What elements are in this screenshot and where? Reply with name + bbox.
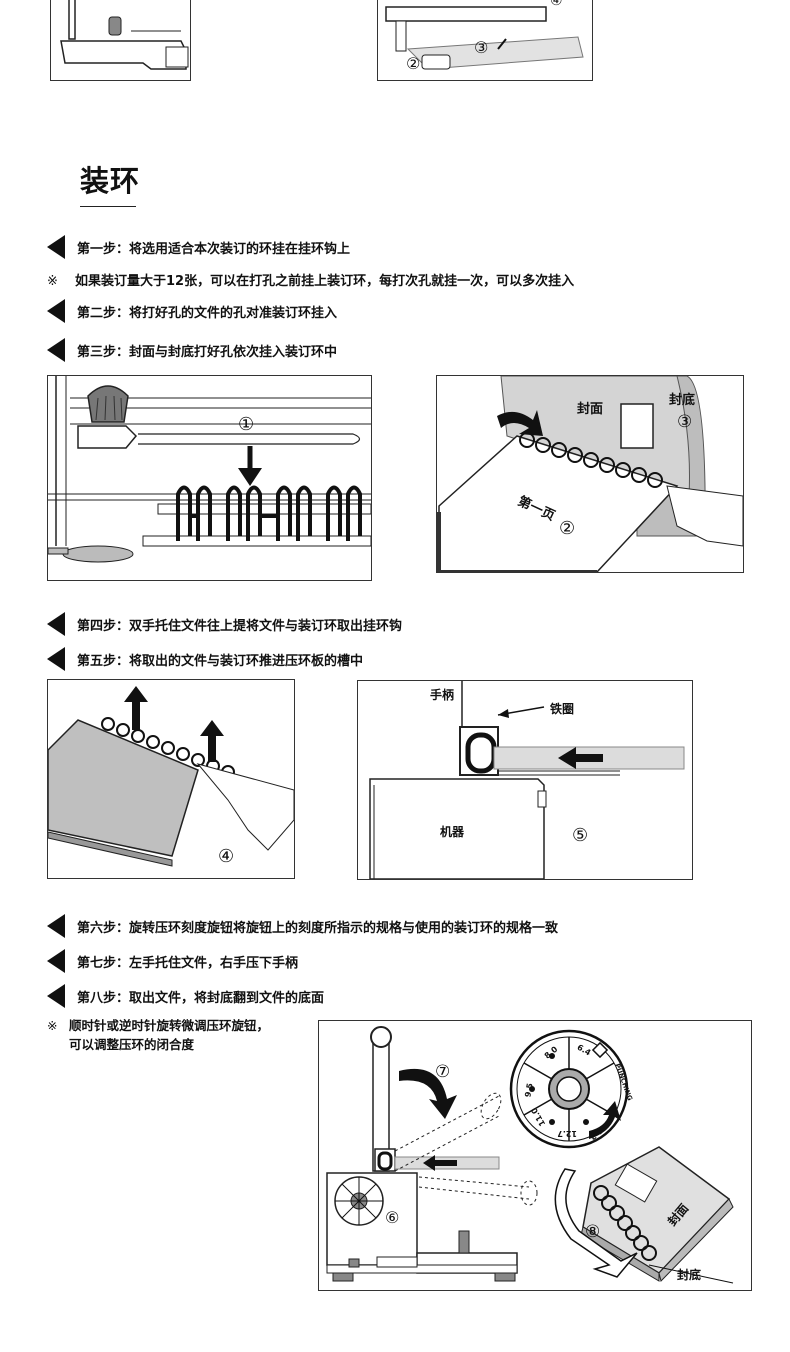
- dial-value-9-5: 9.5: [523, 1082, 534, 1098]
- figure-press-finish: ⑦ ⑥ 6.4: [318, 1020, 752, 1291]
- step-7-text: 第七步：左手托住文件，右手压下手柄: [77, 955, 299, 971]
- back-cover-label: 封底: [669, 392, 695, 408]
- push-slot-drawing: 铁圈 手柄 机器 ⑤: [369, 681, 685, 879]
- step-5-text: 第五步：将取出的文件与装订环推进压环板的槽中: [77, 653, 364, 669]
- step-2: 第二步：将打好孔的文件的孔对准装订环挂入: [47, 298, 337, 324]
- knob-icon: [87, 385, 129, 423]
- figure-push-slot: 铁圈 手柄 机器 ⑤: [357, 680, 693, 880]
- ring-hanging-drawing: ①: [48, 376, 371, 563]
- lift-document-drawing: ④: [48, 686, 294, 867]
- flip-arrow-icon: [497, 410, 543, 436]
- step-2-text: 第二步：将打好孔的文件的孔对准装订环挂入: [77, 305, 338, 321]
- knob-tip-line2: 可以调整压环的闭合度: [69, 1037, 195, 1052]
- top-left-machine-figure: [50, 0, 191, 81]
- step-8: 第八步：取出文件，将封底翻到文件的底面: [47, 983, 324, 1009]
- marker-2: ②: [559, 518, 575, 539]
- marker-3-top: ③: [474, 38, 488, 57]
- step-7: 第七步：左手托住文件，右手压下手柄: [47, 948, 298, 974]
- down-arrow-icon: [238, 468, 262, 486]
- up-arrow-icon: [124, 686, 148, 702]
- step-arrow-icon: [47, 984, 65, 1008]
- flip-under-arrow-icon: [554, 1168, 638, 1278]
- marker-8: ⑧: [585, 1222, 600, 1242]
- up-arrow-icon: [200, 720, 224, 736]
- marker-6: ⑥: [385, 1208, 399, 1227]
- top-left-machine-drawing: [60, 0, 189, 70]
- marker-7: ⑦: [435, 1062, 450, 1082]
- step-3: 第三步：封面与封底打好孔依次挂入装订环中: [47, 337, 337, 363]
- machine-label: 机器: [440, 824, 465, 839]
- step-4-text: 第四步：双手托住文件往上提将文件与装订环取出挂环钩: [77, 618, 403, 634]
- step-arrow-icon: [47, 612, 65, 636]
- cover-pages-drawing: 封面 封底 ③ 第一页 ②: [437, 376, 743, 572]
- marker-4: ④: [218, 846, 234, 867]
- finished-coil-icon: [593, 1185, 657, 1261]
- handle-label: 手柄: [430, 687, 454, 702]
- left-arrow-icon: [423, 1155, 435, 1171]
- knob-tip-note: ※ 顺时针或逆时针旋转微调压环旋钮， 可以调整压环的闭合度: [47, 1016, 269, 1054]
- page-coil-icon: [519, 432, 663, 488]
- hang-tip-note: ※ 如果装订量大于12张，可以在打孔之前挂上装订环，每打次孔就挂一次，可以多次挂入: [47, 270, 574, 289]
- rotate-arrow-icon: [589, 1101, 621, 1139]
- step-arrow-icon: [47, 647, 65, 671]
- section-title: 装环: [80, 164, 141, 198]
- step-arrow-icon: [47, 949, 65, 973]
- cover-label: 封面: [577, 401, 603, 417]
- press-arrow-icon: [399, 1068, 457, 1119]
- press-finish-drawing: ⑦ ⑥ 6.4: [326, 1026, 734, 1284]
- left-arrow-icon: [558, 747, 576, 769]
- step-8-text: 第八步：取出文件，将封底翻到文件的底面: [77, 990, 325, 1006]
- step-arrow-icon: [47, 338, 65, 362]
- dial-value-12-7: 12.7: [557, 1129, 577, 1138]
- step-3-text: 第三步：封面与封底打好孔依次挂入装订环中: [77, 344, 338, 360]
- step-arrow-icon: [47, 299, 65, 323]
- knob-tip-line1: 顺时针或逆时针旋转微调压环旋钮，: [69, 1018, 270, 1033]
- step-arrow-icon: [47, 914, 65, 938]
- step-6-text: 第六步：旋转压环刻度旋钮将旋钮上的刻度所指示的规格与使用的装订环的规格一致: [77, 920, 559, 936]
- section-title-underline: [80, 206, 136, 207]
- finished-back-cover-label: 封底: [677, 1267, 701, 1282]
- figure-lift-document: ④: [47, 679, 295, 879]
- step-4: 第四步：双手托住文件往上提将文件与装订环取出挂环钩: [47, 611, 402, 637]
- step-1: 第一步：将选用适合本次装订的环挂在挂环钩上: [47, 234, 350, 260]
- top-right-punch-drawing: ② ③ ④: [385, 0, 584, 73]
- hang-tip-text: 如果装订量大于12张，可以在打孔之前挂上装订环，每打次孔就挂一次，可以多次挂入: [75, 274, 575, 289]
- step-5: 第五步：将取出的文件与装订环推进压环板的槽中: [47, 646, 363, 672]
- step-6: 第六步：旋转压环刻度旋钮将旋钮上的刻度所指示的规格与使用的装订环的规格一致: [47, 913, 558, 939]
- large-dial-icon: 6.4 8.0 9.5 11.0 12.7 14.3 PUNCHING: [509, 1029, 634, 1149]
- marker-1: ①: [238, 414, 254, 435]
- marker-5: ⑤: [572, 825, 588, 846]
- figure-ring-hanging: ①: [47, 375, 372, 581]
- top-right-punch-figure: ② ③ ④: [377, 0, 593, 81]
- marker-4-top: ④: [550, 0, 563, 9]
- step-1-text: 第一步：将选用适合本次装订的环挂在挂环钩上: [77, 241, 351, 257]
- binding-coil-icon: [176, 485, 362, 541]
- figure-cover-pages: 封面 封底 ③ 第一页 ②: [436, 375, 744, 573]
- note-mark-icon: ※: [47, 274, 58, 289]
- marker-2-top: ②: [406, 54, 420, 73]
- note-mark-icon: ※: [47, 1018, 58, 1033]
- marker-3: ③: [677, 412, 692, 432]
- iron-ring-label: 铁圈: [550, 701, 574, 716]
- step-arrow-icon: [47, 235, 65, 259]
